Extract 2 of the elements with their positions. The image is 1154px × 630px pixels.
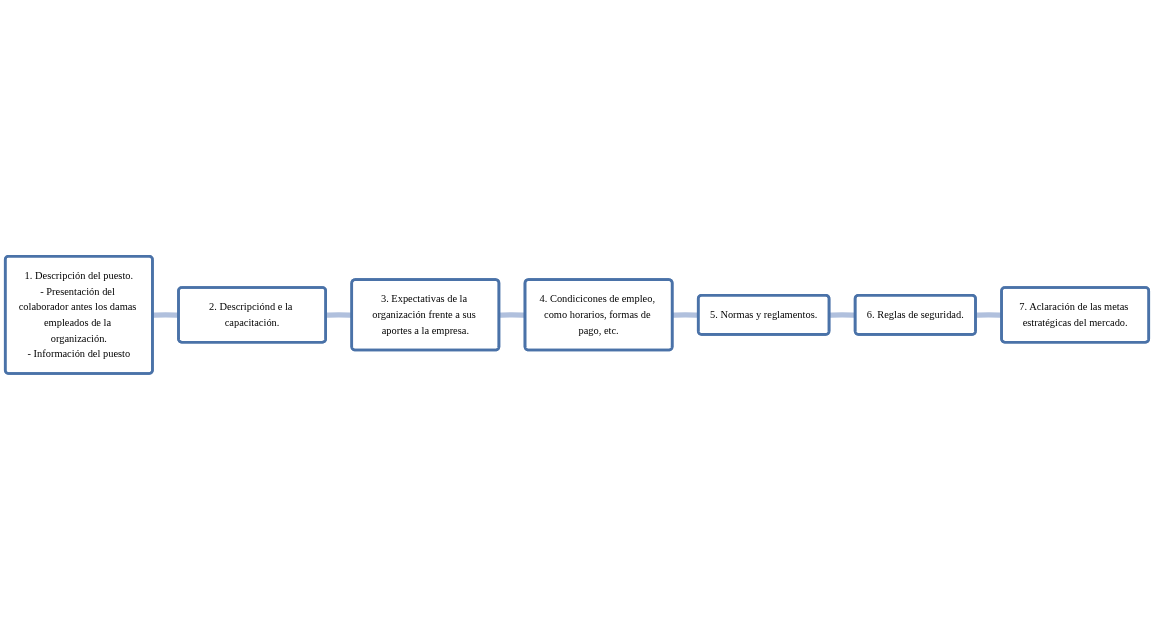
connector [672,312,699,318]
connector [498,312,526,318]
